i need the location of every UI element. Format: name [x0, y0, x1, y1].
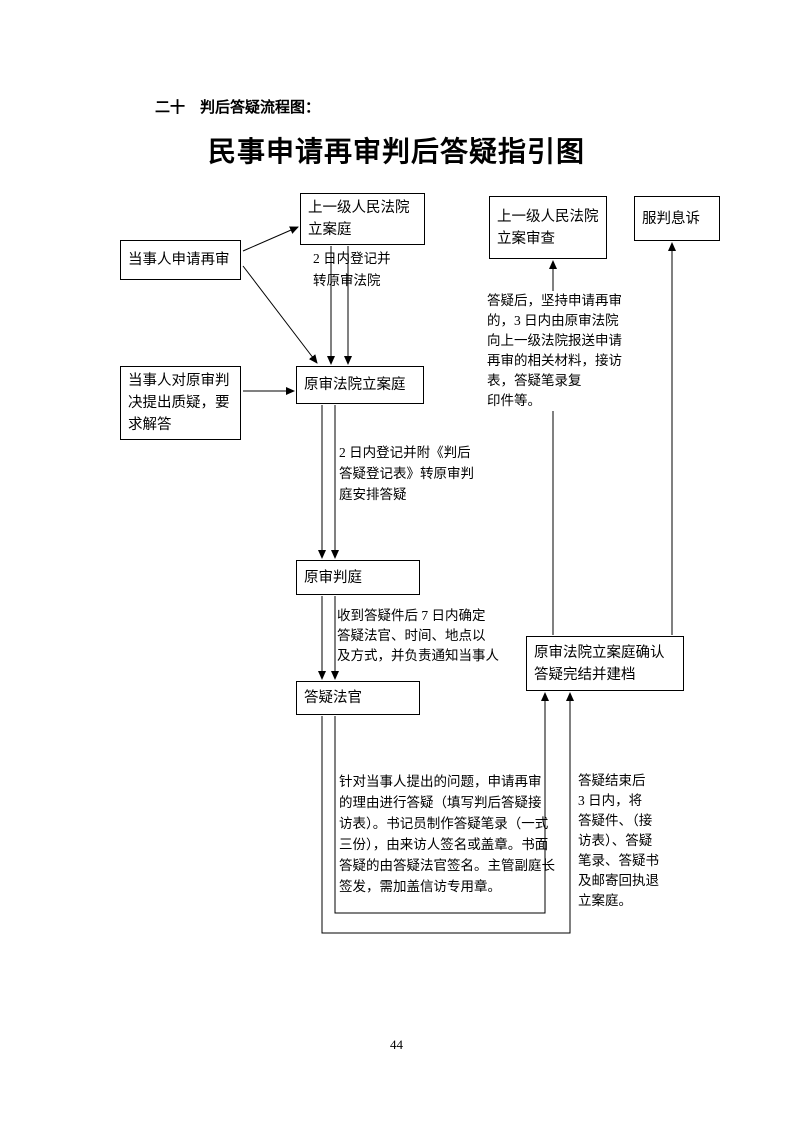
note-register-form: 2 日内登记并附《判后 答疑登记表》转原审判 庭安排答疑 [339, 445, 474, 502]
arrow-judge-to-confirm-archive-2 [321, 692, 574, 934]
note-return-filing: 答疑结束后 3 日内，将 答疑件、（接 访表）、答疑 笔录、答疑书 及邮寄回执退… [578, 773, 659, 908]
node-answering-judge: 答疑法官 [296, 681, 420, 715]
node-original-court-filing: 原审法院立案庭 [296, 366, 424, 404]
node-upper-court-review: 上一级人民法院 立案审查 [489, 196, 607, 259]
page-number: 44 [390, 1037, 403, 1052]
arrow-party-apply-to-original-filing [242, 265, 318, 364]
node-original-trial-division: 原审判庭 [296, 560, 420, 595]
note-seven-days: 收到答疑件后 7 日内确定 答疑法官、时间、地点以 及方式，并负责通知当事人 [337, 608, 499, 663]
section-heading: 二十 判后答疑流程图： [155, 100, 321, 116]
note-report-materials: 答疑后，坚持申请再审 的，3 日内由原审法院 向上一级法院报送申请 再审的相关材… [487, 291, 637, 411]
arrow-judge-to-confirm-archive-1 [334, 692, 549, 914]
node-accept-judgment: 服判息诉 [634, 196, 720, 241]
node-party-question: 当事人对原审判 决提出质疑，要 求解答 [120, 366, 241, 440]
diagram-title: 民事申请再审判后答疑指引图 [207, 137, 585, 168]
note-answer-procedure: 针对当事人提出的问题，申请再审 的理由进行答疑（填写判后答疑接 访表）。书记员制… [339, 774, 555, 894]
node-party-apply: 当事人申请再审 [120, 240, 241, 280]
node-upper-court-filing: 上一级人民法院 立案庭 [300, 193, 425, 245]
node-confirm-archive: 原审法院立案庭确认 答疑完结并建档 [526, 636, 684, 691]
note-register-transfer: 2 日内登记并 转原审法院 [313, 251, 391, 288]
arrow-party-apply-to-upper-filing [242, 226, 299, 252]
